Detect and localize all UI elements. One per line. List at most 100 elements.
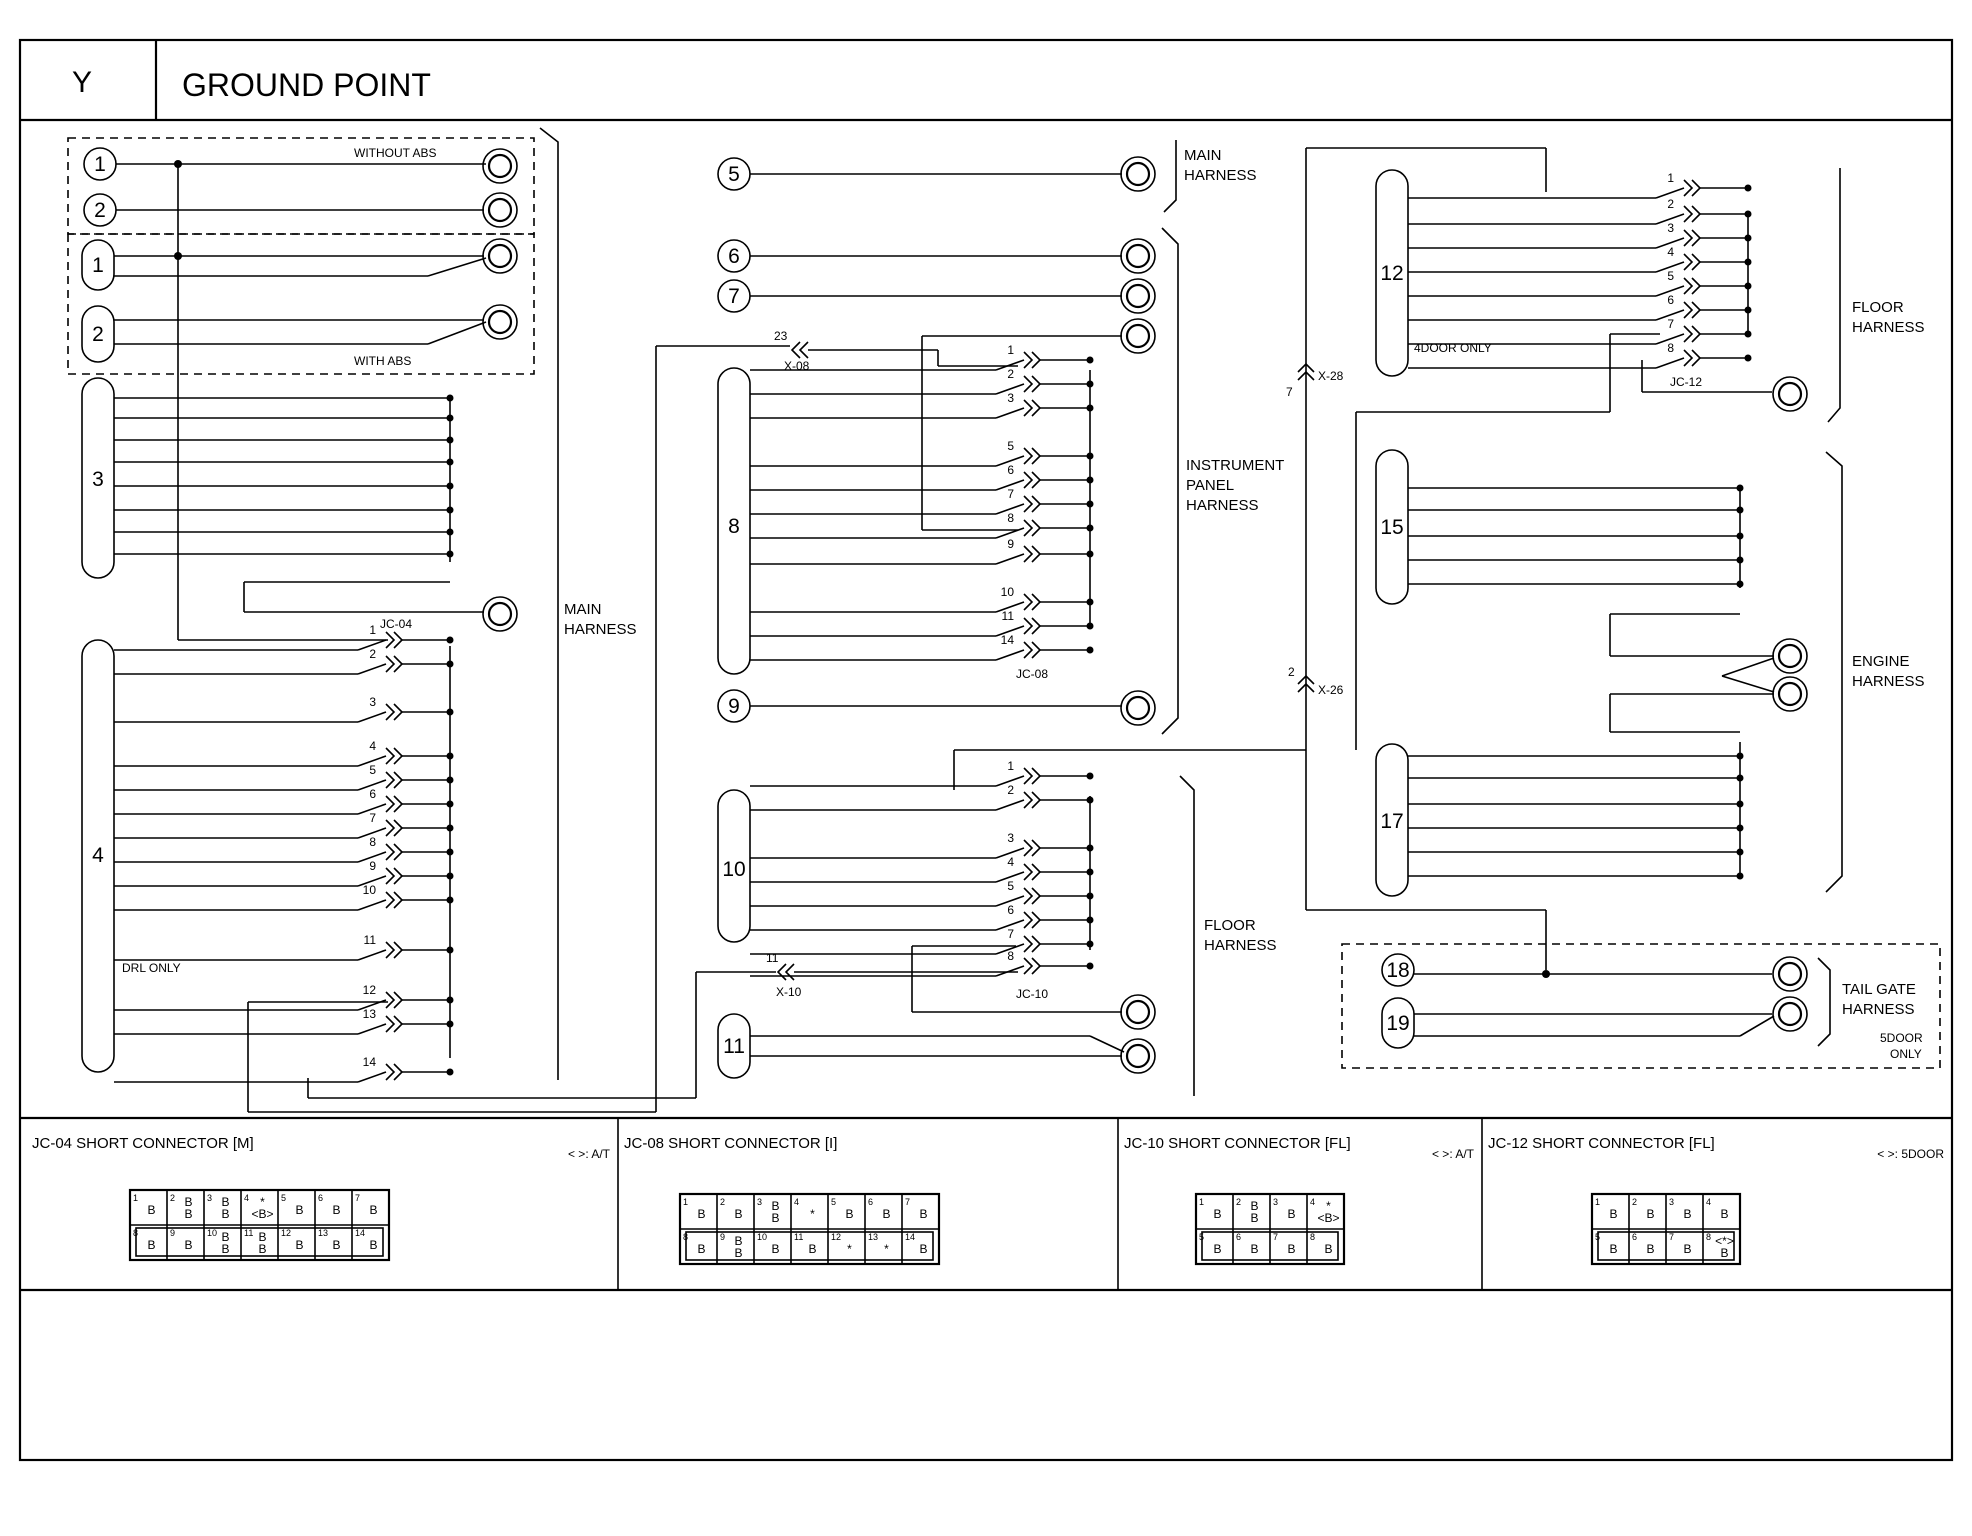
floor-harness-right-b: HARNESS: [1852, 319, 1925, 336]
jc08-pin-chevron: [1023, 545, 1042, 563]
tail-gate-a: TAIL GATE: [1842, 981, 1916, 998]
jc12-wire-bend: [1655, 333, 1685, 345]
connector-pin-value: B: [734, 1246, 742, 1260]
connector-pin-value: B: [1287, 1242, 1295, 1256]
connector-latch: [135, 1227, 384, 1257]
jc12-pin-chevron: [1683, 349, 1702, 367]
jc12-wire-bend: [1655, 285, 1685, 297]
jc12-splice: [1744, 354, 1752, 362]
floor-harness-mid-a: FLOOR: [1204, 917, 1256, 934]
connector-pin-number: 10: [757, 1232, 767, 1242]
jc04-pin-number: 14: [363, 1055, 377, 1069]
jc04-pin-chevron: [385, 631, 404, 649]
jc10-pin-number: 2: [1007, 783, 1014, 797]
jc08-splice: [1086, 646, 1094, 654]
jc04-pin-chevron: [385, 1015, 404, 1033]
floor-harness-mid-b: HARNESS: [1204, 937, 1277, 954]
ground-terminal: [1120, 278, 1156, 314]
ip-harness-b: PANEL: [1186, 477, 1234, 494]
jc12-pin-number: 4: [1667, 245, 1674, 259]
connector-pin-value: *: [1326, 1199, 1331, 1213]
middle-panel: 5 MAIN HARNESS 6 7 23 X-08 8 12356789101…: [717, 140, 1306, 1096]
left-panel: 1 WITHOUT ABS 2 1 2 WITH ABS 3: [67, 127, 790, 1113]
jc04-wire-bend: [357, 639, 387, 651]
connector-pin-number: 1: [1595, 1197, 1600, 1207]
ground-1b-label: 1: [92, 254, 104, 277]
jc10-splice: [1086, 772, 1094, 780]
connector-pin-value: B: [1213, 1207, 1221, 1221]
connector-pin-number: 6: [868, 1197, 873, 1207]
connector-pin-value: B: [184, 1195, 192, 1209]
connector-pin-value: B: [184, 1238, 192, 1252]
main-harness-label-a: MAIN: [564, 601, 602, 618]
connector-pin-value: B: [295, 1238, 303, 1252]
connector-pin-number: 1: [1199, 1197, 1204, 1207]
connector-pin-number: 5: [1199, 1232, 1204, 1242]
connector-pin-number: 11: [794, 1232, 803, 1242]
connector-pin-number: 7: [355, 1193, 360, 1203]
jc04-pin-number: 7: [369, 811, 376, 825]
jc04-wire-bend: [357, 1023, 387, 1035]
jc08-wire-bend: [995, 359, 1025, 371]
jc08-pin-chevron: [1023, 593, 1042, 611]
connector-pin-number: 4: [1706, 1197, 1711, 1207]
connector-pin-number: 3: [1669, 1197, 1674, 1207]
jc12-wire-bend: [1655, 237, 1685, 249]
connector-pin-number: 4: [794, 1197, 799, 1207]
jc08-pin-chevron: [1023, 495, 1042, 513]
connector-pin-number: 5: [281, 1193, 286, 1203]
ground-terminal: [1772, 376, 1808, 412]
ground-terminal: [482, 238, 518, 274]
ground-6-label: 6: [728, 245, 740, 268]
jc12-wire-bend: [1655, 309, 1685, 321]
jc08-pin-chevron: [1023, 375, 1042, 393]
connector-pin-value: B: [1720, 1207, 1728, 1221]
ground-4-label: 4: [92, 844, 104, 867]
ground-terminal: [1120, 1038, 1156, 1074]
connector-pin-number: 6: [1632, 1232, 1637, 1242]
jc08-wire-bend: [995, 601, 1025, 613]
jc04-pin-number: 12: [363, 983, 377, 997]
jc08-pin-number: 10: [1001, 585, 1015, 599]
connector-pin-value: B: [697, 1242, 705, 1256]
jc08-pin-number: 14: [1001, 633, 1015, 647]
jc04-wire-bend: [357, 875, 387, 887]
ground-terminal: [1120, 690, 1156, 726]
jc04-splice: [446, 1068, 454, 1076]
jc08-pin-number: 8: [1007, 511, 1014, 525]
connector-pin-number: 2: [1632, 1197, 1637, 1207]
jc12-splice: [1744, 184, 1752, 192]
connector-pin-value: <B>: [1317, 1211, 1339, 1225]
sheet-frame: [18, 38, 1954, 1462]
ground-terminal: [1120, 156, 1156, 192]
jc10-pin-chevron: [1023, 957, 1042, 975]
connector-pin-value: B: [1250, 1242, 1258, 1256]
connector-pin-number: 3: [207, 1193, 212, 1203]
ground-9-label: 9: [728, 695, 740, 718]
ground-terminal: [1120, 318, 1156, 354]
jc12-pin-chevron: [1683, 325, 1702, 343]
connector-pin-value: B: [184, 1207, 192, 1221]
jc08-pin-chevron: [1023, 399, 1042, 417]
jc08-wire-bend: [995, 479, 1025, 491]
jc10-pin-number: 7: [1007, 927, 1014, 941]
jc12-pin-number: 5: [1667, 269, 1674, 283]
ground-terminal: [1772, 956, 1808, 992]
connector-pin-number: 9: [170, 1228, 175, 1238]
connector-pin-value: B: [1646, 1207, 1654, 1221]
connector-pin-number: 3: [1273, 1197, 1278, 1207]
connector-pin-value: B: [369, 1238, 377, 1252]
jc08-pin-number: 5: [1007, 439, 1014, 453]
jc12-pin-chevron: [1683, 179, 1702, 197]
connector-pin-value: B: [258, 1230, 266, 1244]
jc12-pin-chevron: [1683, 301, 1702, 319]
jc04-splice: [446, 636, 454, 644]
jc04-pin-chevron: [385, 843, 404, 861]
connector-pin-number: 2: [720, 1197, 725, 1207]
connector-pin-value: B: [808, 1242, 816, 1256]
jc10-wire-bend: [995, 943, 1025, 955]
x10-pin: 11: [766, 951, 779, 965]
connector-pin-number: 5: [1595, 1232, 1600, 1242]
